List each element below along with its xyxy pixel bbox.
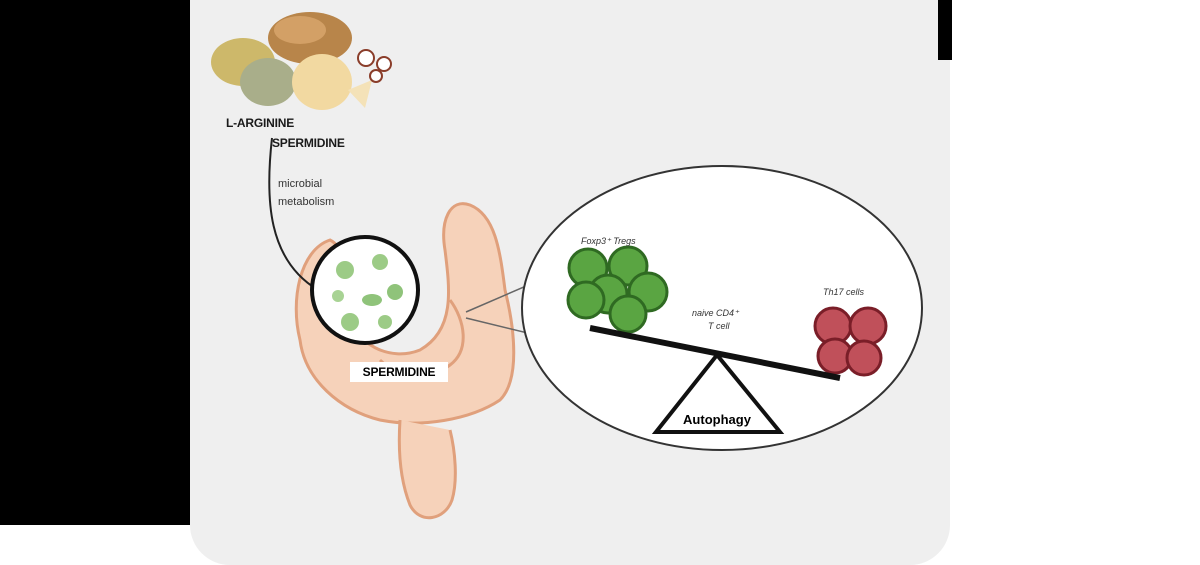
t-cell-label: T cell — [708, 321, 730, 331]
diagram-canvas — [211, 12, 923, 520]
treg-cells — [566, 245, 669, 334]
th17-cells — [813, 306, 888, 377]
food-illustration — [211, 12, 392, 110]
microbe — [336, 261, 354, 279]
microbiome-magnifier — [310, 235, 420, 345]
balance-beam — [589, 325, 841, 381]
microbe — [341, 313, 359, 331]
zoom-ellipse — [521, 165, 923, 451]
microbe — [332, 290, 344, 302]
spermidine-gut-label: SPERMIDINE — [362, 365, 436, 379]
left-border — [0, 0, 190, 525]
metabolism-label: metabolism — [278, 196, 335, 208]
right-border-fragment — [938, 0, 952, 60]
treg-label: Foxp3⁺ Tregs — [581, 236, 636, 246]
microbe — [372, 254, 388, 270]
microbe — [362, 294, 382, 306]
spermidine-diet-label: SPERMIDINE — [272, 136, 345, 150]
naive-cd4-label: naive CD4⁺ — [692, 308, 739, 318]
microbe — [387, 284, 403, 300]
microbial-label: microbial — [278, 178, 323, 190]
metabolism-connector — [268, 137, 319, 291]
microbe — [378, 315, 392, 329]
balance-fulcrum — [651, 351, 785, 434]
th17-label: Th17 cells — [823, 287, 865, 297]
spermidine-gut-box: SPERMIDINE — [350, 362, 448, 382]
l-arginine-label: L-ARGININE — [226, 116, 294, 130]
autophagy-label: Autophagy — [683, 412, 751, 427]
